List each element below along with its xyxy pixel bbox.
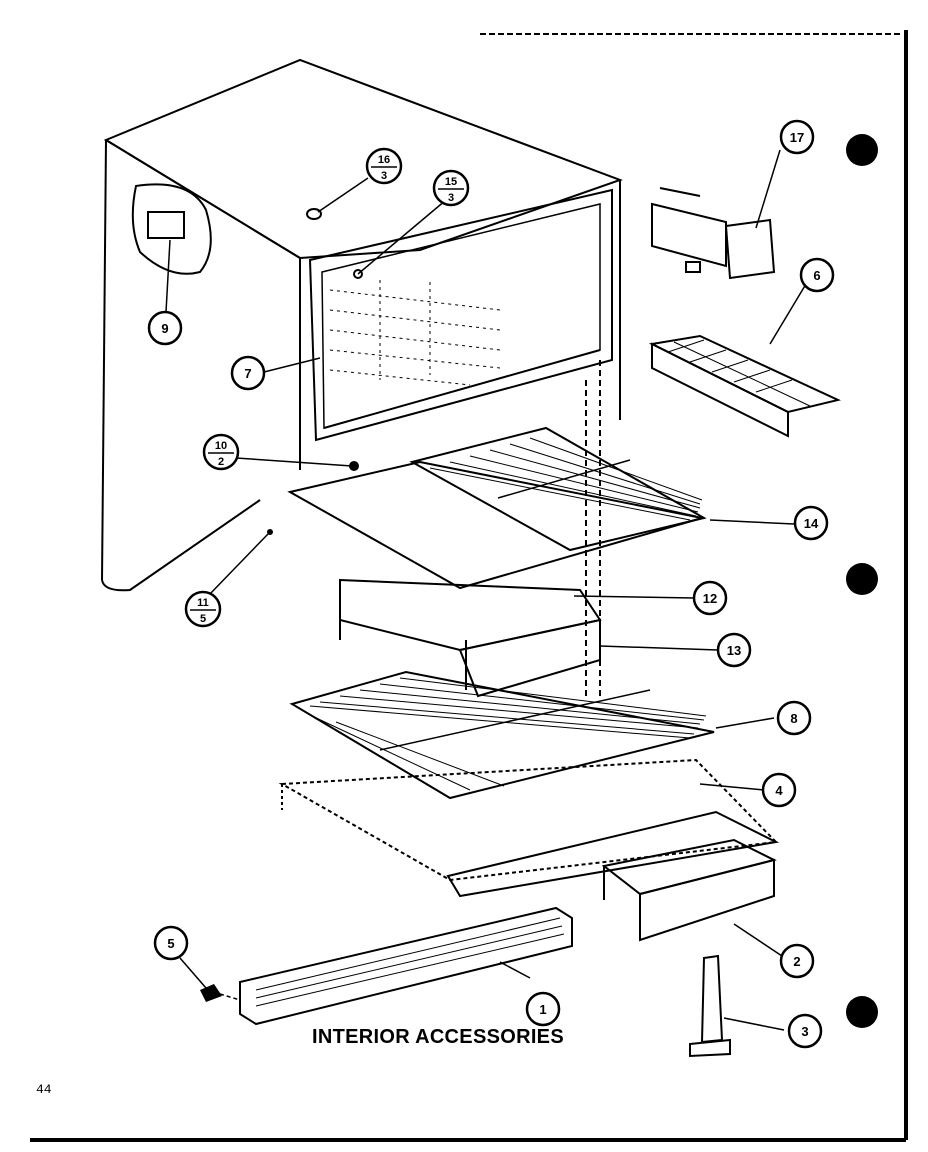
callout-8: 8 (776, 700, 812, 736)
callout-denominator: 5 (200, 613, 206, 625)
page-frame (30, 30, 908, 1142)
callout-1: 1 (525, 991, 561, 1027)
screw-10 (349, 461, 359, 471)
plug-16 (306, 208, 322, 220)
callout-numerator: 11 (197, 597, 209, 609)
upper-shelf (287, 426, 707, 590)
part-5-clip (200, 984, 222, 1002)
callout-14: 14 (793, 505, 829, 541)
callout-10-2: 10 2 (202, 433, 240, 471)
callout-label: 5 (167, 936, 174, 951)
callout-7: 7 (230, 355, 266, 391)
screw-11 (267, 529, 273, 535)
registration-dot (846, 134, 878, 166)
callout-label: 13 (727, 643, 741, 658)
callout-label: 2 (793, 954, 800, 969)
callout-label: 6 (813, 268, 820, 283)
callout-12: 12 (692, 580, 728, 616)
callout-numerator: 10 (215, 440, 227, 452)
ice-tray (648, 334, 842, 438)
page-number: 44 (36, 1082, 52, 1097)
callout-15-3: 15 3 (432, 169, 470, 207)
crisper-drawer (339, 578, 602, 698)
callout-label: 1 (539, 1002, 546, 1017)
callout-label: 9 (161, 321, 168, 336)
callout-16-3: 16 3 (365, 147, 403, 185)
part-3-post (689, 954, 731, 1058)
callout-denominator: 3 (381, 170, 387, 182)
crisper-cover (278, 758, 780, 898)
callout-2: 2 (779, 943, 815, 979)
callout-label: 12 (703, 591, 717, 606)
registration-dot (846, 996, 878, 1028)
callout-label: 3 (801, 1024, 808, 1039)
callout-17: 17 (779, 119, 815, 155)
screw-15 (353, 269, 363, 279)
registration-dot (846, 563, 878, 595)
callout-3: 3 (787, 1013, 823, 1049)
callout-label: 17 (790, 130, 804, 145)
meat-keeper (601, 838, 777, 942)
toe-grille (239, 906, 573, 1026)
callout-5: 5 (153, 925, 189, 961)
leader-lines (165, 149, 807, 1031)
diagram-caption: INTERIOR ACCESSORIES (312, 1026, 564, 1048)
ice-maker (651, 187, 776, 280)
callout-6: 6 (799, 257, 835, 293)
cabinet (101, 58, 623, 700)
lower-shelf (289, 670, 715, 800)
callout-11-5: 11 5 (184, 590, 222, 628)
callout-13: 13 (716, 632, 752, 668)
callout-denominator: 2 (218, 456, 224, 468)
callout-label: 8 (790, 711, 797, 726)
callout-numerator: 15 (445, 176, 457, 188)
callout-numerator: 16 (378, 154, 390, 166)
callout-denominator: 3 (448, 192, 454, 204)
callout-9: 9 (147, 310, 183, 346)
callout-label: 7 (244, 366, 251, 381)
callout-label: 14 (804, 516, 819, 531)
callout-4: 4 (761, 772, 797, 808)
callout-label: 4 (775, 783, 783, 798)
